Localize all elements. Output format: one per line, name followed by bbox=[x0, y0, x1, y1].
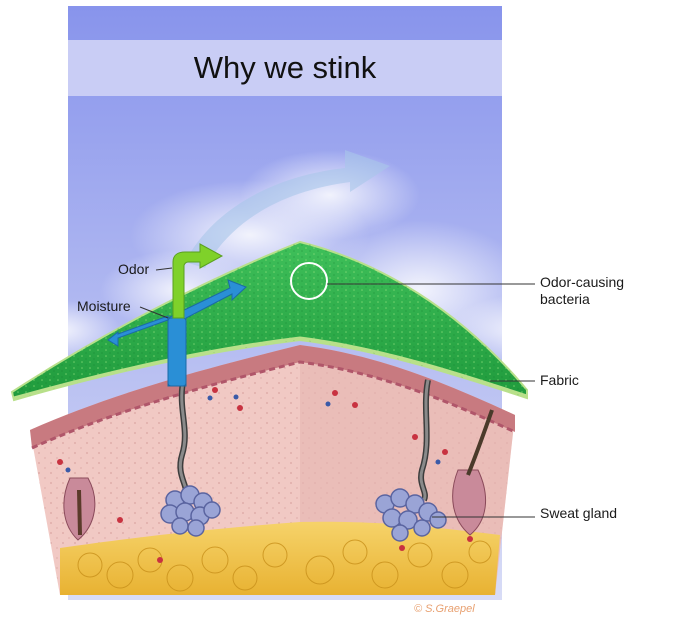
bacteria-highlight-circle bbox=[290, 262, 328, 300]
sweat-gland-left bbox=[160, 381, 221, 537]
fat-layer bbox=[60, 521, 500, 595]
illustration-credit: © S.Graepel bbox=[414, 603, 475, 615]
label-sweat-gland: Sweat gland bbox=[540, 505, 618, 521]
rising-vapor-arrow bbox=[185, 150, 390, 268]
epidermis bbox=[30, 345, 515, 448]
hair-follicle-right bbox=[452, 469, 487, 536]
title-band-text: Why we stink bbox=[68, 40, 502, 96]
sweat-gland-right bbox=[375, 379, 447, 542]
label-odor-causing-bacteria: Odor-causing bacteria bbox=[540, 274, 625, 307]
leader-lines bbox=[139, 267, 535, 518]
skin-cross-section bbox=[30, 345, 516, 595]
diagram-title: Why we stink bbox=[193, 50, 377, 85]
odor-arrow bbox=[172, 243, 224, 319]
label-fabric: Fabric bbox=[540, 372, 579, 388]
label-moisture: Moisture bbox=[77, 298, 131, 314]
label-odor: Odor bbox=[118, 261, 150, 277]
fabric-edge bbox=[13, 336, 528, 400]
title-band bbox=[68, 40, 502, 96]
